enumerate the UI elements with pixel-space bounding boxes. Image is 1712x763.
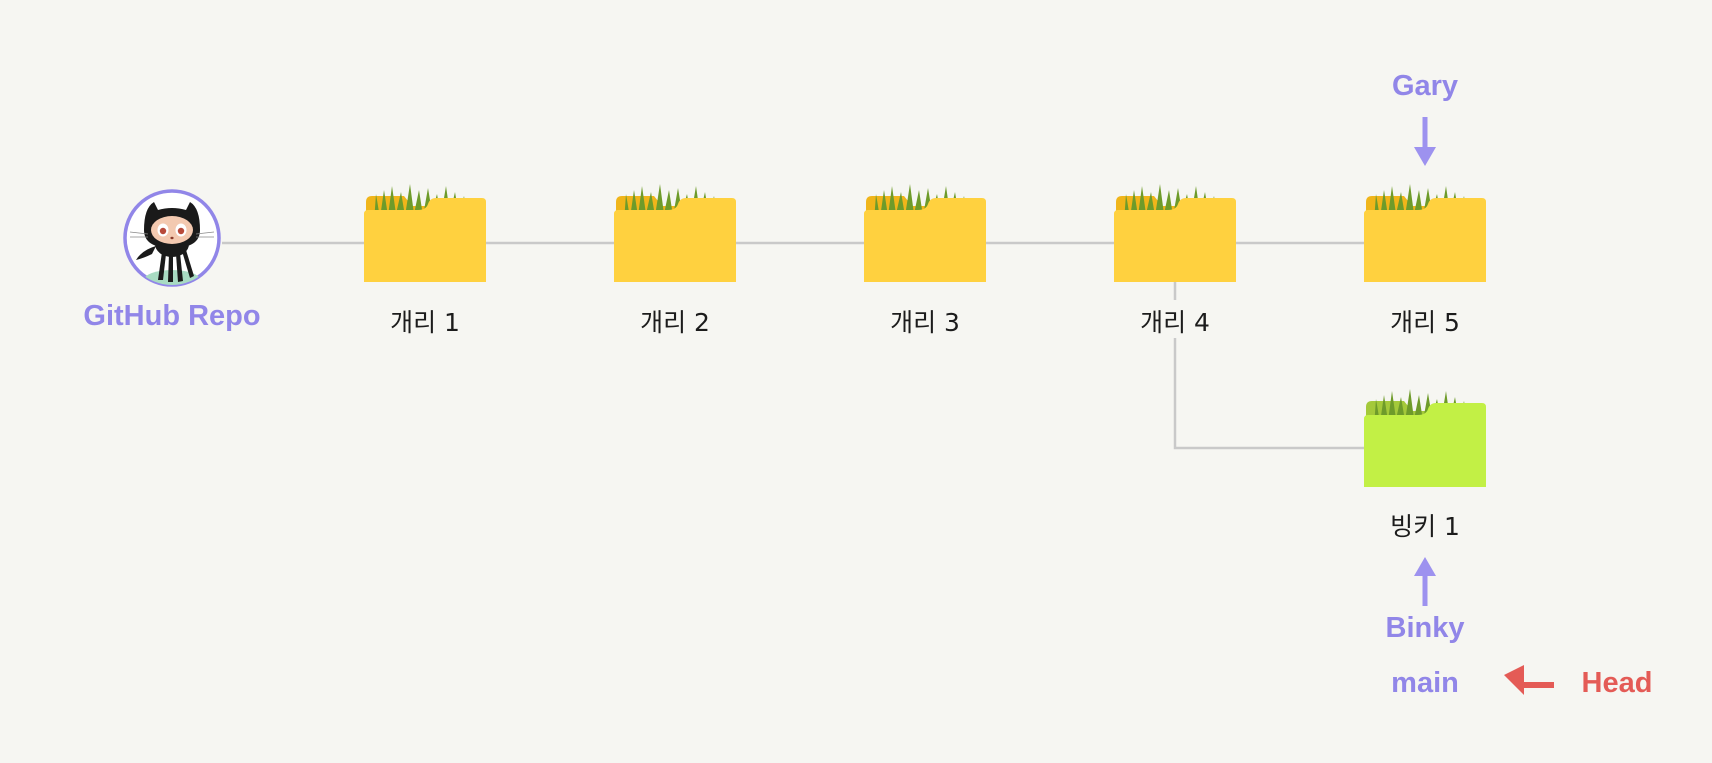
commit-label: 개리 5: [1390, 308, 1460, 337]
commit-label: 개리 4: [1140, 308, 1210, 337]
commit-node-binky1[interactable]: [1364, 385, 1486, 487]
commit-node-gary3[interactable]: [864, 180, 986, 282]
pointer-head: Head: [1581, 667, 1653, 699]
commit-node-gary5[interactable]: [1364, 180, 1486, 282]
folder-grass-icon: [614, 184, 736, 282]
commit-node-gary1[interactable]: [364, 180, 486, 282]
gary-arrow-down-icon: [1414, 117, 1436, 166]
repo-label: GitHub Repo: [83, 300, 261, 332]
commit-label: 개리 1: [390, 308, 460, 337]
pointer-binky: Binky: [1385, 612, 1465, 644]
commit-label: 개리 2: [640, 308, 710, 337]
folder-grass-icon: [864, 184, 986, 282]
pointer-gary: Gary: [1391, 70, 1459, 102]
edge-gary4-binky1: [1173, 338, 1364, 450]
commit-node-gary4[interactable]: [1114, 180, 1236, 282]
commit-label: 개리 3: [890, 308, 960, 337]
folder-grass-icon: [364, 184, 486, 282]
commit-label: 빙키 1: [1390, 512, 1460, 541]
pointer-main: main: [1391, 667, 1459, 699]
github-octocat-icon: [123, 189, 221, 287]
folder-grass-icon: [1364, 184, 1486, 282]
binky-arrow-up-icon: [1414, 557, 1436, 606]
repo-node: [122, 188, 222, 288]
folder-grass-icon: [1114, 184, 1236, 282]
folder-grass-icon: [1364, 389, 1486, 487]
head-arrow-left-icon: [1504, 665, 1554, 695]
commit-node-gary2[interactable]: [614, 180, 736, 282]
